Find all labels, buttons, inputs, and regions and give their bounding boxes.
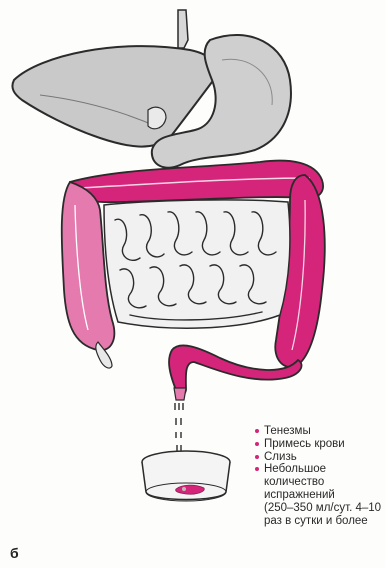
symptom-item: Слизь xyxy=(254,451,385,464)
symptom-item: Тенезмы xyxy=(254,425,385,438)
panel-letter: б xyxy=(10,545,19,561)
symptom-item: Небольшое количество испражнений xyxy=(254,463,385,501)
collection-dish-illustration xyxy=(142,451,230,501)
small-intestine-illustration xyxy=(104,200,290,328)
stool-drips-illustration xyxy=(175,403,183,452)
symptom-list: Тенезмы Примесь крови Слизь Небольшое ко… xyxy=(254,425,385,502)
esophagus-illustration xyxy=(178,10,188,48)
symptom-item: Примесь крови xyxy=(254,438,385,451)
stool-volume-note: (250–350 мл/сут. 4–10 раз в сутки и боле… xyxy=(264,502,384,528)
